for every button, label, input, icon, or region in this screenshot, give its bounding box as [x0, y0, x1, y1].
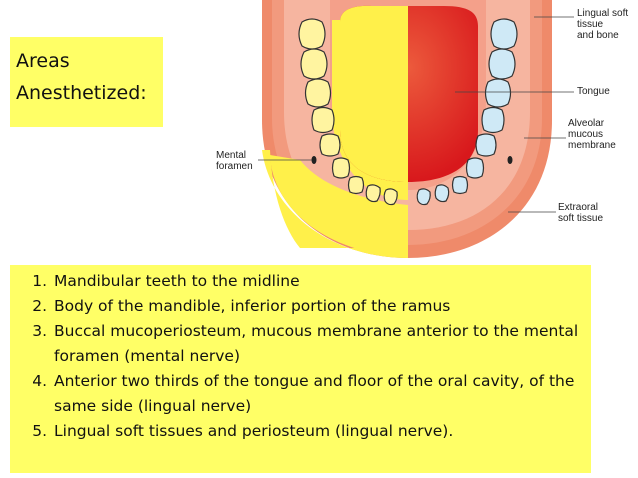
label-line: Alveolar: [568, 118, 605, 129]
label-line: Extraoral: [558, 202, 599, 213]
label-line: Tongue: [577, 86, 610, 97]
title-line-2: Anesthetized:: [16, 82, 147, 104]
title-line-1: Areas: [16, 50, 70, 72]
label-line: membrane: [568, 140, 616, 151]
right-teeth: [416, 18, 518, 206]
label-line: and bone: [577, 30, 619, 41]
areas-list: Mandibular teeth to the midline Body of …: [16, 269, 585, 444]
label-line: Lingual soft: [577, 8, 629, 19]
leader-lines: [258, 16, 574, 213]
anesthetized-buccal-zone: [262, 150, 408, 258]
label-line: mucous: [568, 129, 604, 140]
label-line: Mental: [216, 150, 247, 161]
list-item: Mandibular teeth to the midline: [52, 269, 585, 294]
anesthetized-lower-zone: [270, 155, 408, 258]
label-extraoral-soft-tissue: Extraoral soft tissue: [558, 202, 603, 224]
label-alveolar-mucous-membrane: Alveolar mucous membrane: [568, 118, 616, 151]
label-line: soft tissue: [558, 213, 604, 224]
list-item: Lingual soft tissues and periosteum (lin…: [52, 419, 585, 444]
list-item: Buccal mucoperiosteum, mucous membrane a…: [52, 319, 585, 369]
mental-foramen-left: [311, 156, 317, 164]
mental-foramen-right: [507, 156, 513, 164]
label-line: tissue: [577, 19, 604, 30]
label-line: foramen: [216, 161, 253, 172]
title-box: Areas Anesthetized:: [10, 37, 163, 127]
label-tongue: Tongue: [577, 86, 610, 97]
tongue-anesthetized-half: [340, 5, 408, 182]
left-teeth: [298, 18, 398, 206]
label-mental-foramen: Mental foramen: [216, 150, 253, 172]
label-lingual-soft-tissue: Lingual soft tissue and bone: [577, 8, 628, 41]
list-item: Body of the mandible, inferior portion o…: [52, 294, 585, 319]
areas-list-box: Mandibular teeth to the midline Body of …: [10, 265, 591, 473]
list-item: Anterior two thirds of the tongue and fl…: [52, 369, 585, 419]
